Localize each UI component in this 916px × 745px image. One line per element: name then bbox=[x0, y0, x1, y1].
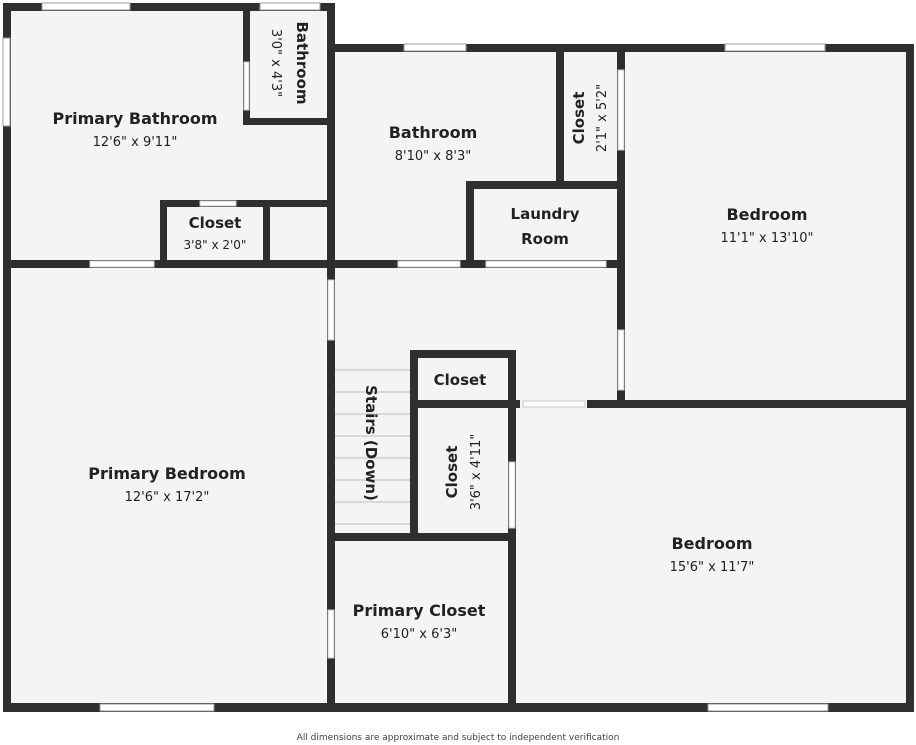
closet-mid-name: Closet bbox=[443, 446, 461, 499]
floor-plan: Primary Bathroom 12'6" x 9'11" Bathroom … bbox=[2, 2, 914, 712]
small-bathroom-dims: 3'0" x 4'3" bbox=[268, 29, 283, 97]
closet-top-dims: 2'1" x 5'2" bbox=[595, 84, 610, 152]
stairs-treads bbox=[335, 369, 410, 525]
primary-closet-dims: 6'10" x 6'3" bbox=[381, 627, 457, 642]
primary-bedroom-dims: 12'6" x 17'2" bbox=[125, 490, 210, 505]
small-bathroom-name: Bathroom bbox=[293, 21, 311, 104]
bathroom-name: Bathroom bbox=[389, 123, 478, 142]
primary-bedroom-name: Primary Bedroom bbox=[88, 464, 246, 483]
stairs-label: Stairs (Down) bbox=[362, 385, 380, 501]
laundry-room-line1: Laundry bbox=[511, 205, 580, 223]
door-openings bbox=[89, 61, 625, 659]
bedroom-bottom-dims: 15'6" x 11'7" bbox=[670, 560, 755, 575]
bathroom-dims: 8'10" x 8'3" bbox=[395, 149, 471, 164]
windows bbox=[2, 2, 829, 712]
bedroom-top-name: Bedroom bbox=[726, 205, 807, 224]
laundry-room-line2: Room bbox=[521, 230, 569, 248]
disclaimer-text: All dimensions are approximate and subje… bbox=[296, 733, 620, 743]
primary-bathroom-dims: 12'6" x 9'11" bbox=[93, 135, 178, 150]
closet-top-name: Closet bbox=[570, 92, 588, 145]
primary-bathroom-name: Primary Bathroom bbox=[52, 109, 217, 128]
primary-closet-name: Primary Closet bbox=[353, 601, 486, 620]
closet-bath-name: Closet bbox=[189, 214, 242, 232]
bedroom-top-dims: 11'1" x 13'10" bbox=[721, 231, 814, 246]
closet-mid-dims: 3'6" x 4'11" bbox=[469, 434, 484, 510]
bedroom-bottom-name: Bedroom bbox=[671, 534, 752, 553]
closet-bath-dims: 3'8" x 2'0" bbox=[184, 238, 247, 252]
closet-hall-name: Closet bbox=[434, 371, 487, 389]
